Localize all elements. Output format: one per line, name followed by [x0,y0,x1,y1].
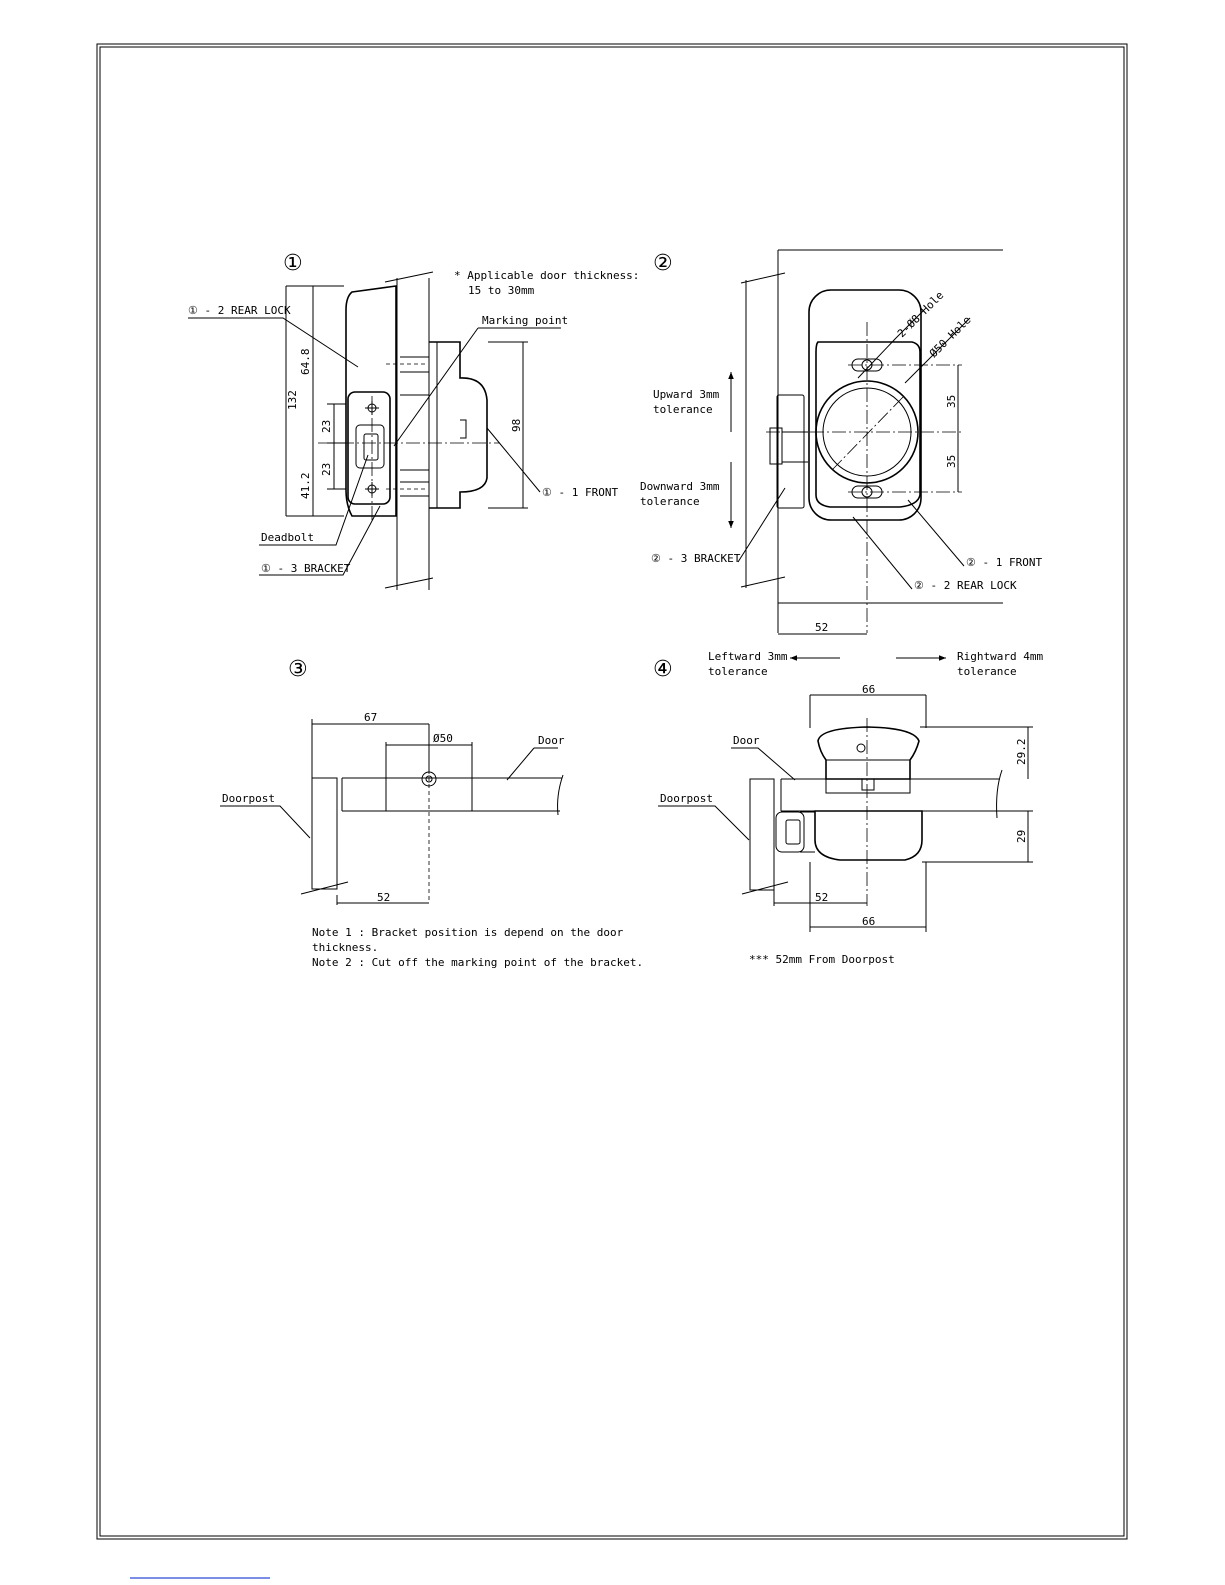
label-downward-line1: Downward 3mm [640,480,720,493]
note-2: Note 2 : Cut off the marking point of th… [312,956,643,969]
label-v3-doorpost: Doorpost [222,792,275,805]
dim-29-2: 29.2 [1015,739,1028,766]
label-upward-line2: tolerance [653,403,713,416]
dim-v4-29: 29 [1015,830,1028,843]
dim-98: 98 [510,419,523,432]
label-marking-point: Marking point [482,314,568,327]
label-upward-line1: Upward 3mm [653,388,720,401]
dim-67: 67 [364,711,377,724]
label-v2-rear-lock: ② - 2 REAR LOCK [914,579,1017,592]
label-o50-hole: Ø50 Hole [927,313,974,360]
view-4-top-assembled: ④ Leftward 3mm tolerance Rightward 4mm t… [653,650,1043,966]
label-v2-front: ② - 1 FRONT [966,556,1042,569]
label-v3-door: Door [538,734,565,747]
label-v4-door: Door [733,734,760,747]
dim-132: 132 [286,390,299,410]
dim-v3-52: 52 [377,891,390,904]
dim-64-8: 64.8 [299,349,312,376]
label-rightward-line1: Rightward 4mm [957,650,1043,663]
label-deadbolt: Deadbolt [261,531,314,544]
label-v2-bracket: ② - 3 BRACKET [651,552,741,565]
view-1-side-section: ① * Applicable door thickness: 15 to 30m… [188,251,639,590]
dim-35-upper: 35 [945,395,958,408]
label-front: ① - 1 FRONT [542,486,618,499]
label-rightward-line2: tolerance [957,665,1017,678]
sheet-frame-outer [96,43,1128,1540]
door-thickness-note-line2: 15 to 30mm [468,284,535,297]
dim-52: 52 [815,621,828,634]
sheet-frame-inner [99,46,1125,1537]
label-downward-line2: tolerance [640,495,700,508]
door-thickness-note-line1: * Applicable door thickness: [454,269,639,282]
label-leftward-line1: Leftward 3mm [708,650,788,663]
dim-35-lower: 35 [945,455,958,468]
view-2-number: ② [653,251,673,276]
dim-23-upper: 23 [320,420,333,433]
label-rear-lock: ① - 2 REAR LOCK [188,304,291,317]
dim-41-2: 41.2 [299,473,312,500]
dim-23-lower: 23 [320,463,333,476]
note-1-line1: Note 1 : Bracket position is depend on t… [312,926,624,939]
label-leftward-line2: tolerance [708,665,768,678]
view-1-number: ① [283,251,303,276]
view-3-number: ③ [288,657,308,682]
note-52mm-from-doorpost: *** 52mm From Doorpost [749,953,895,966]
view-2-front-layout: ② 35 35 52 2-Ø8 Hole Ø50 Hole Upwa [640,249,1042,635]
dim-66-top: 66 [862,683,875,696]
view-4-number: ④ [653,657,673,682]
label-bracket: ① - 3 BRACKET [261,562,351,575]
dim-v4-52: 52 [815,891,828,904]
label-v4-doorpost: Doorpost [660,792,713,805]
dim-66-bottom: 66 [862,915,875,928]
view-3-top-layout: ③ 67 Ø50 52 Door Doorpost Note 1 : Brack… [220,657,643,969]
note-1-line2: thickness. [312,941,378,954]
dim-o50: Ø50 [433,732,453,745]
